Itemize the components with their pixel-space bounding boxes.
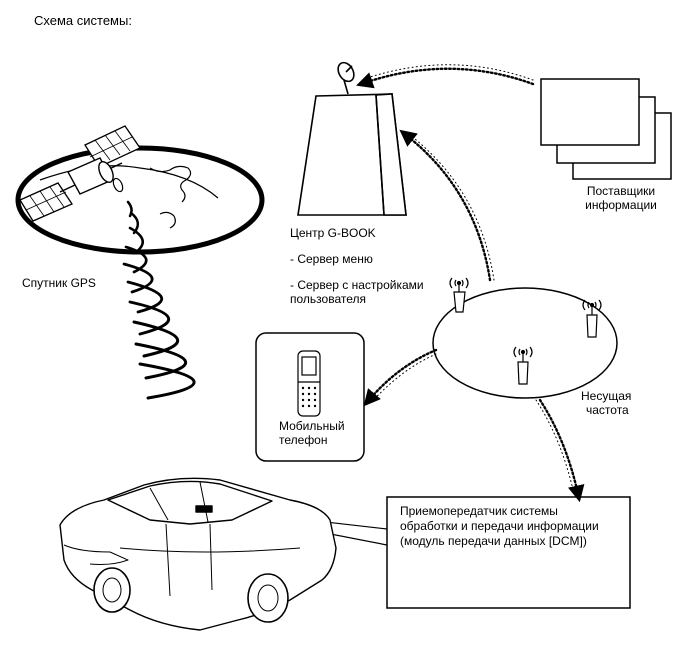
carrier-label-line2: частота xyxy=(586,403,629,417)
carrier-to-center-arrow xyxy=(399,129,492,282)
carrier-to-car-arrow xyxy=(538,398,585,503)
gps-signal-waves xyxy=(122,200,196,400)
antenna-icon xyxy=(449,277,469,313)
antenna-icon xyxy=(513,346,533,385)
mobile-phone-icon xyxy=(297,350,321,417)
carrier-frequency-area xyxy=(432,277,618,399)
mobile-phone-box xyxy=(255,332,365,462)
dcm-label: Приемопередатчик системы обработки и пер… xyxy=(400,504,599,548)
gps-satellite-label: Спутник GPS xyxy=(22,276,96,290)
providers-to-center-arrow xyxy=(356,67,535,89)
carrier-to-phone-arrow xyxy=(363,348,438,407)
user-settings-server-label: - Сервер с настройками xyxy=(290,278,424,292)
providers-label-line1: Поставщики xyxy=(586,184,656,198)
dcm-callout-box xyxy=(386,496,631,609)
phone-label-line1: Мобильный xyxy=(279,419,345,433)
information-providers-icon xyxy=(540,78,672,180)
antenna-icon xyxy=(582,299,602,338)
gbook-center-building xyxy=(297,61,407,216)
carrier-label-line1: Несущая xyxy=(581,389,632,403)
menu-server-label: - Сервер меню xyxy=(290,252,373,266)
gps-satellite-icon xyxy=(19,125,141,222)
phone-label-line2: телефон xyxy=(279,433,328,447)
user-settings-server-label-cont: пользователя xyxy=(290,292,366,306)
providers-label-line2: информации xyxy=(585,198,657,212)
gbook-center-label: Центр G-BOOK xyxy=(290,226,376,240)
car-icon xyxy=(59,477,337,631)
diagram-title: Схема системы: xyxy=(34,13,132,28)
